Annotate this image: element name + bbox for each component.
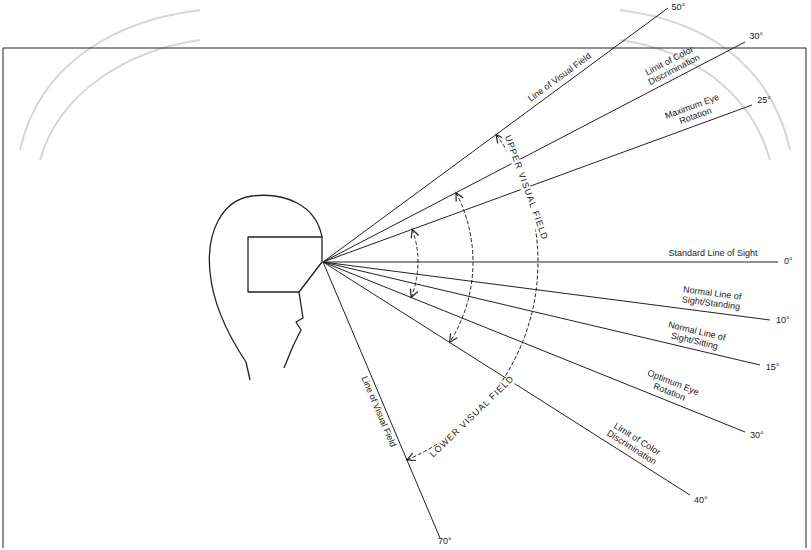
arc-arrowhead <box>407 453 416 460</box>
line-label: Maximum Eye Rotation <box>648 87 739 137</box>
head-profile <box>209 195 322 380</box>
sight-line <box>323 262 770 320</box>
watermark-logo <box>20 10 790 160</box>
field-label: LOWER VISUAL FIELD <box>427 372 518 461</box>
sight-line <box>323 262 745 432</box>
arc-arrowhead <box>450 333 458 342</box>
face-outline <box>284 292 303 368</box>
angle-label: 50° <box>671 3 685 13</box>
arc-arrowhead <box>410 289 417 298</box>
frame-border <box>3 48 806 548</box>
field-arc <box>411 229 418 297</box>
arc-arrowhead <box>456 193 463 202</box>
eye-visor <box>248 237 322 292</box>
line-label: Limit of Color Discrimination <box>627 36 716 95</box>
line-label: Normal Line of Sight/Standing <box>663 283 760 315</box>
angle-label: 0° <box>784 257 793 267</box>
sight-line <box>323 8 668 262</box>
sight-lines <box>323 8 778 538</box>
sight-line <box>323 42 745 262</box>
angle-label: 25° <box>757 96 771 106</box>
field-label: UPPER VISUAL FIELD <box>501 133 550 245</box>
watermark-curve <box>20 10 200 150</box>
sight-line <box>323 262 690 495</box>
line-label: Limit of Color Discrimination <box>591 411 678 476</box>
sight-line <box>323 262 440 538</box>
angle-label: 70° <box>438 537 452 547</box>
angle-label: 10° <box>776 316 790 326</box>
line-label: Optimum Eye Rotation <box>626 362 717 414</box>
line-label: Line of Visual Field <box>342 337 414 488</box>
sight-line <box>323 262 778 263</box>
angle-label: 40° <box>694 496 708 506</box>
watermark-curve <box>40 40 200 160</box>
watermark-curve <box>620 10 790 150</box>
head-outline <box>209 195 322 380</box>
angle-label: 30° <box>750 431 764 441</box>
angle-label: 30° <box>750 32 764 42</box>
field-arc <box>450 193 473 343</box>
line-label: Line of Visual Field <box>492 26 627 129</box>
line-label: Normal Line of Sight/Sitting <box>647 316 744 357</box>
line-label: Standard Line of Sight <box>668 249 758 259</box>
sight-line <box>323 105 752 262</box>
arc-arrowhead <box>411 229 419 238</box>
angle-label: 15° <box>766 363 780 373</box>
